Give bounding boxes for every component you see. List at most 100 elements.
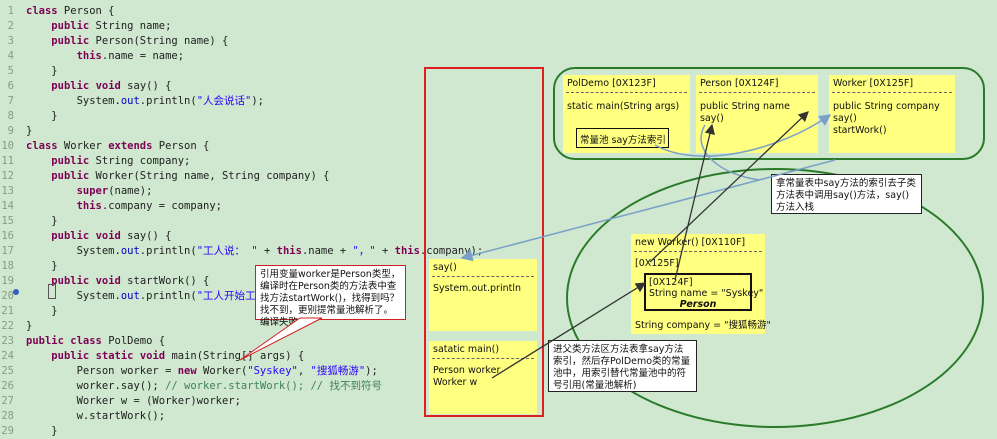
code-line: 22} [0,319,425,334]
constant-pool-resolution-note: 进父类方法区方法表拿say方法索引，然后存PolDemo类的常量池中，用索引替代… [548,340,697,392]
worker-method-startwork: startWork() [833,125,887,136]
worker-method-say: say() [833,113,857,124]
line-number: 18 [1,260,14,272]
code-line: 9} [0,124,425,139]
heap-worker-object: new Worker() [0X110F] [0X125F] [0X124F] … [631,234,771,334]
line-number: 12 [1,170,14,182]
worker-class-box: Worker [0X125F] public String company sa… [829,75,955,153]
line-number: 20 [1,290,14,302]
code-line: 5 } [0,64,425,79]
heap-object-ref: [0X125F] [635,258,679,269]
line-number: 23 [1,335,14,347]
main-frame-var-w: Worker w [433,377,478,388]
line-number: 24 [1,350,14,362]
poldemo-title: PolDemo [0X123F] [567,78,656,89]
line-number: 7 [7,95,14,107]
code-text: } [26,65,58,77]
code-text: } [26,125,33,137]
line-number: 27 [1,395,14,407]
line-number: 8 [7,110,14,122]
line-number: 10 [1,140,14,152]
code-line: 24 public static void main(String[] args… [0,349,425,364]
heap-person-ref: [0X124F] [649,277,693,288]
code-text: public void say() { [51,80,172,92]
line-number: 17 [1,245,14,257]
divider [432,276,534,277]
line-number: 19 [1,275,14,287]
poldemo-main-method: static main(String args) [567,101,680,112]
code-text: this.company = company; [76,200,222,212]
code-text: System.out.println("人会说话"); [26,95,265,107]
code-line: 11 public String company; [0,154,425,169]
line-number: 15 [1,215,14,227]
code-text: public String name; [51,20,172,32]
code-line: 1 class Person { [0,4,425,19]
code-text: public Person(String name) { [51,35,229,47]
method-area [553,67,985,160]
line-number: 2 [7,20,14,32]
code-text: public Worker(String name, String compan… [51,170,330,182]
arrows-layer [239,111,836,379]
code-text: this.name = name; [76,50,185,62]
arrow-heap-to-worker-class [649,111,809,263]
line-number: 25 [1,365,14,377]
code-text: class Person { [26,5,115,17]
code-line: 15 } [0,214,425,229]
main-frame-title: satatic main() [433,344,500,355]
arrow-heap-to-person-class [674,123,715,281]
red-callout-pointer [239,317,323,361]
code-text: class Worker extends Person { [26,140,210,152]
code-line: 4 this.name = name; [0,49,425,64]
line-number: 1 [7,5,14,17]
code-line: 18 } [0,259,425,274]
line-number: 5 [7,65,14,77]
line-number: 9 [7,125,14,137]
code-line: 25 Person worker = new Worker("Syskey", … [0,364,425,379]
line-number: 6 [7,80,14,92]
divider [832,92,952,93]
code-text: } [26,305,58,317]
code-line: 26 worker.say(); // worker.startWork(); … [0,379,425,394]
heap-object-title: new Worker() [0X110F] [635,237,746,248]
constant-pool-box: 常量池 say方法索引 [576,128,669,148]
line-number: 26 [1,380,14,392]
code-line: 19 public void startWork() { [0,274,425,289]
compile-error-note: 引用变量worker是Person类型，编译时在Person类的方法表中查找方法… [255,265,406,328]
heap-person-type: Person [679,299,717,310]
line-number: 4 [7,50,14,62]
code-text: super(name); [76,185,153,197]
code-line: 23 public class PolDemo { [0,334,425,349]
divider [566,92,687,93]
heap-person-name: String name = "Syskey" [649,288,764,299]
code-text: } [26,425,58,437]
code-line: 7 System.out.println("人会说话"); [0,94,425,109]
code-text: } [26,260,58,272]
person-field-name: public String name [700,101,790,112]
line-number: 3 [7,35,14,47]
code-line: 14 this.company = company; [0,199,425,214]
code-line: 3 public Person(String name) { [0,34,425,49]
line-number: 21 [1,305,14,317]
line-number: 13 [1,185,14,197]
code-line: 29 } [0,424,425,439]
say-frame-line: System.out.println [433,283,522,294]
arrow-main-to-heap [491,282,647,379]
poldemo-class-box: PolDemo [0X123F] static main(String args… [563,75,690,153]
code-line: 13 super(name); [0,184,425,199]
code-text: Worker w = (Worker)worker; [26,395,241,407]
code-text: public class PolDemo { [26,335,166,347]
say-frame-title: say() [433,262,457,273]
code-text: } [26,110,58,122]
method-call-note: 拿常量表中say方法的索引去子类方法表中调用say()方法，say()方法入栈 [771,174,922,214]
code-line: 8 } [0,109,425,124]
say-stack-frame: say() System.out.println [429,259,537,331]
main-frame-var-worker: Person worker [433,365,501,376]
code-line: 27 Worker w = (Worker)worker; [0,394,425,409]
line-number: 11 [1,155,14,167]
breakpoint-icon[interactable] [13,289,19,295]
person-method-say: say() [700,113,724,124]
code-text: Person worker = new Worker("Syskey", "搜狐… [26,365,378,377]
code-line: 10 class Worker extends Person { [0,139,425,154]
code-text: public void say() { [51,230,172,242]
text-cursor [48,284,56,299]
